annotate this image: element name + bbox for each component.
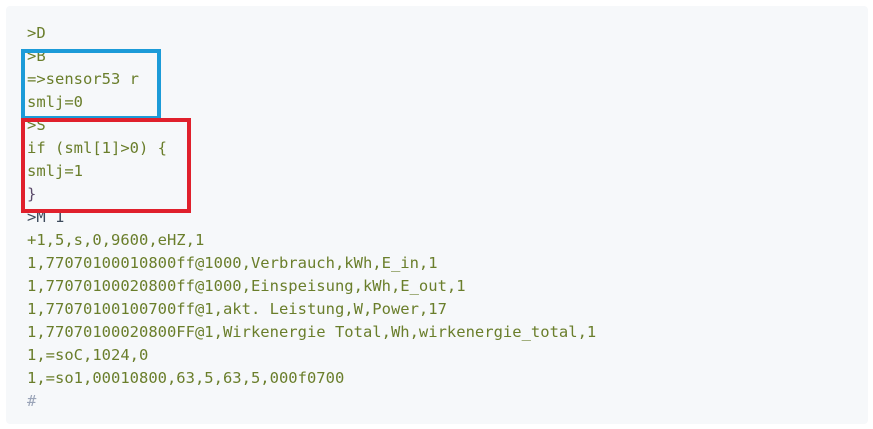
code-line: smlj=1 xyxy=(27,162,83,180)
code-line: 1,77070100020800FF@1,Wirkenergie Total,W… xyxy=(27,323,597,341)
code-block: >D >B =>sensor53 r smlj=0 >S if (sml[1]>… xyxy=(6,6,868,424)
highlight-box-blue xyxy=(21,49,161,120)
highlight-box-red xyxy=(21,118,191,213)
code-line: 1,77070100010800ff@1000,Verbrauch,kWh,E_… xyxy=(27,254,438,272)
code-line: +1,5,s,0,9600,eHZ,1 xyxy=(27,231,205,249)
code-line: >D xyxy=(27,24,46,42)
code-line: 1,=so1,00010800,63,5,63,5,000f0700 xyxy=(27,369,345,387)
code-line: } xyxy=(27,185,37,203)
code-line: =>sensor53 r xyxy=(27,70,139,88)
code-line: 1,=soC,1024,0 xyxy=(27,346,149,364)
code-line: 1,77070100100700ff@1,akt. Leistung,W,Pow… xyxy=(27,300,447,318)
code-line: 1,77070100020800ff@1000,Einspeisung,kWh,… xyxy=(27,277,466,295)
code-line: if (sml[1]>0) { xyxy=(27,139,167,157)
code-line: smlj=0 xyxy=(27,93,83,111)
comment-line: # xyxy=(27,392,37,410)
